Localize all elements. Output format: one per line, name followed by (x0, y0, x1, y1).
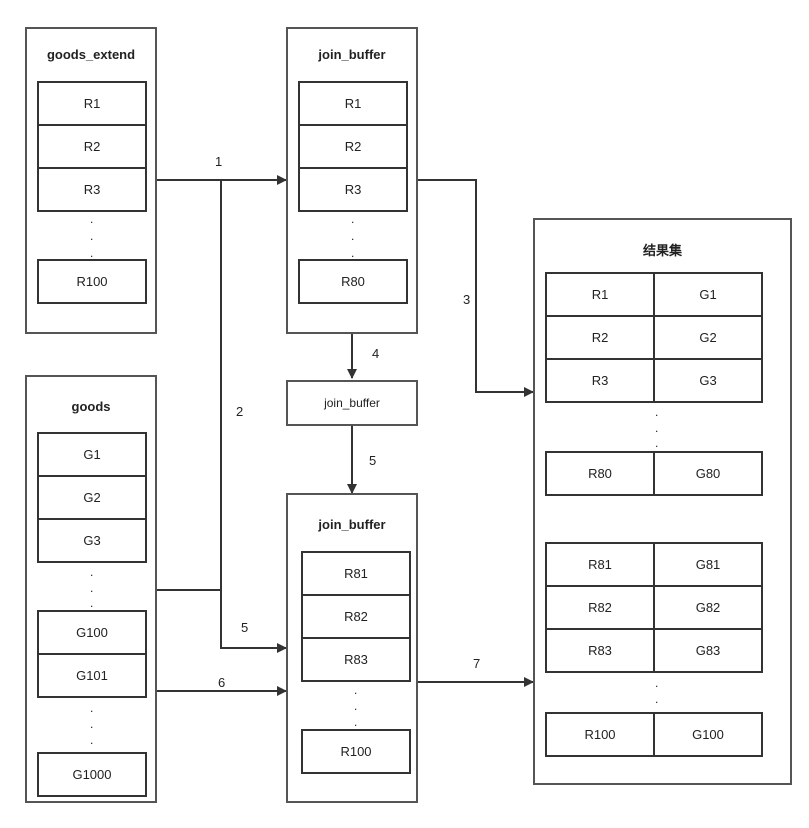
join-buffer-top-ellipsis-dot: . (351, 212, 355, 226)
goods-extend-row-2: R2 (37, 124, 147, 169)
result-cell: G82 (653, 585, 763, 630)
result-ellipsis-dot: . (655, 436, 659, 450)
join-buffer-top-row-last: R80 (298, 259, 408, 304)
edge-label-6: 6 (218, 675, 226, 690)
result-cell: R2 (545, 315, 655, 360)
edge-label-4: 4 (372, 346, 380, 361)
result-cell: R83 (545, 628, 655, 673)
goods-ellipsis-dot: . (90, 596, 94, 610)
join-buffer-bottom-ellipsis-dot: . (354, 699, 358, 713)
edge-label-2: 2 (236, 404, 244, 419)
goods-title: goods (71, 399, 111, 414)
goods-extend-ellipsis-dot: . (90, 212, 94, 226)
goods-row-1: G1 (37, 432, 147, 477)
goods-row-3: G3 (37, 518, 147, 563)
edge-5b-line (220, 590, 287, 653)
result-ellipsis-dot: . (655, 421, 659, 435)
join-buffer-mid: join_buffer (286, 380, 418, 426)
join-buffer-top-row-3: R3 (298, 167, 408, 212)
result-cell: G100 (653, 712, 763, 757)
join-buffer-bottom: join_buffer R81 R82 R83 . . . R100 (286, 493, 418, 803)
edge-label-1: 1 (215, 154, 223, 169)
join-buffer-top-ellipsis-dot: . (351, 246, 355, 260)
goods-extend-row-last: R100 (37, 259, 147, 304)
goods-extend-ellipsis-dot: . (90, 229, 94, 243)
goods-ellipsis-dot: . (90, 565, 94, 579)
goods-ellipsis-dot: . (90, 717, 94, 731)
edge-label-7: 7 (473, 656, 481, 671)
result-set-title: 结果集 (642, 243, 682, 258)
result-cell: G83 (653, 628, 763, 673)
goods-row-mid-2: G101 (37, 653, 147, 698)
result-cell: G2 (653, 315, 763, 360)
goods-row-last: G1000 (37, 752, 147, 797)
result-cell: R80 (545, 451, 655, 496)
goods-extend-table: goods_extend R1 R2 R3 . . . R100 (25, 27, 157, 334)
result-ellipsis-dot: . (655, 405, 659, 419)
goods-ellipsis-dot: . (90, 581, 94, 595)
goods-ellipsis-dot: . (90, 701, 94, 715)
result-cell: G1 (653, 272, 763, 317)
join-buffer-bottom-row-last: R100 (301, 729, 411, 774)
result-ellipsis-dot: . (655, 676, 659, 690)
result-cell: R1 (545, 272, 655, 317)
join-buffer-top-row-2: R2 (298, 124, 408, 169)
join-buffer-bottom-ellipsis-dot: . (354, 683, 358, 697)
join-buffer-bottom-title: join_buffer (318, 517, 386, 532)
join-buffer-bottom-row-3: R83 (301, 637, 411, 682)
goods-row-mid-1: G100 (37, 610, 147, 655)
result-cell: R81 (545, 542, 655, 587)
edge-label-5a: 5 (369, 453, 377, 468)
result-cell: G80 (653, 451, 763, 496)
goods-ellipsis-dot: . (90, 733, 94, 747)
edge-3-line (418, 179, 534, 397)
result-cell: G3 (653, 358, 763, 403)
join-buffer-top-title: join_buffer (318, 47, 386, 62)
goods-row-2: G2 (37, 475, 147, 520)
join-buffer-top-row-1: R1 (298, 81, 408, 126)
result-cell: G81 (653, 542, 763, 587)
result-cell: R3 (545, 358, 655, 403)
goods-extend-row-3: R3 (37, 167, 147, 212)
result-ellipsis-dot: . (655, 692, 659, 706)
edge-label-3: 3 (463, 292, 471, 307)
goods-extend-row-1: R1 (37, 81, 147, 126)
edge-label-5b: 5 (241, 620, 249, 635)
goods-extend-title: goods_extend (46, 47, 136, 62)
join-buffer-bottom-row-2: R82 (301, 594, 411, 639)
join-buffer-bottom-row-1: R81 (301, 551, 411, 596)
goods-table: goods G1 G2 G3 . . . G100 G101 . . . G10… (25, 375, 157, 803)
result-cell: R82 (545, 585, 655, 630)
result-cell: R100 (545, 712, 655, 757)
join-buffer-top: join_buffer R1 R2 R3 . . . R80 (286, 27, 418, 334)
join-buffer-bottom-ellipsis-dot: . (354, 715, 358, 729)
goods-extend-ellipsis-dot: . (90, 246, 94, 260)
result-set: 结果集 R1 G1 R2 G2 R3 G3 . . . R80 G80 R81 … (533, 218, 792, 785)
join-buffer-top-ellipsis-dot: . (351, 229, 355, 243)
